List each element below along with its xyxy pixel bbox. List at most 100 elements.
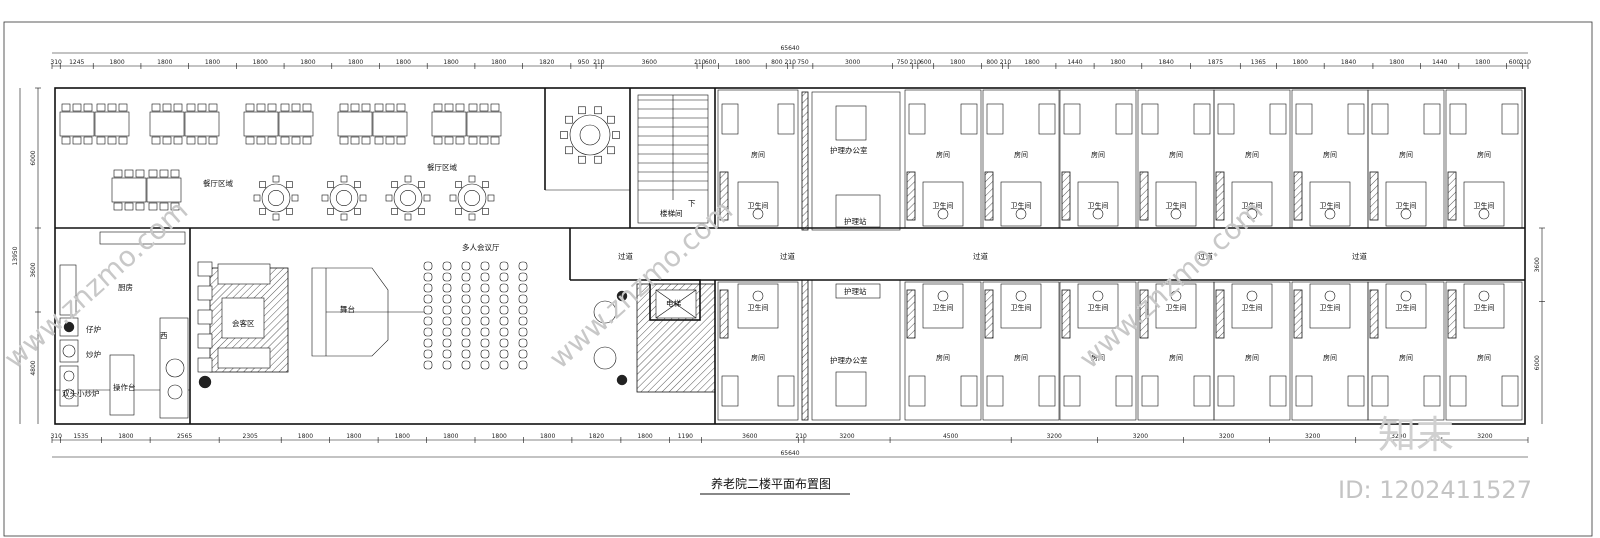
meeting-seat [442,338,452,348]
bathroom [922,283,964,329]
bathroom [1309,181,1351,227]
meeting-seat [480,294,490,304]
dining-table-set [466,103,502,145]
dimension-value: 1820 [539,59,554,66]
west-label: 西 [160,331,168,340]
wardrobe [719,171,729,221]
stove-label: 双头小炒炉 [62,388,100,398]
meeting-seat [518,360,528,370]
bed [1371,375,1389,407]
dimension-value: 210 [694,59,706,66]
dimension-value: 1800 [118,433,133,440]
dimension-value: 3600 [642,59,657,66]
wardrobe [906,289,916,339]
bathroom-label: 卫生间 [748,303,769,312]
dimension-value: 1440 [1067,59,1082,66]
toilet-icon [1478,290,1490,302]
dimension-value: 3200 [1477,433,1492,440]
bathroom [1077,181,1119,227]
reception-furniture [197,261,289,389]
toilet-icon [1246,208,1258,220]
room-label: 房间 [1477,353,1491,362]
toilet-icon [937,208,949,220]
bed [1115,103,1133,135]
meeting-seat [518,349,528,359]
meeting-seat [499,272,509,282]
bed [1501,375,1519,407]
dimension-value: 1800 [443,59,458,66]
overall-dimension-bottom: 65640 [780,450,799,457]
wardrobe [1139,289,1149,339]
meeting-seat [442,283,452,293]
meeting-seat [423,327,433,337]
meeting-seat [442,272,452,282]
bathroom [1463,283,1505,329]
dimension-value: 1800 [300,59,315,66]
toilet-icon [1092,208,1104,220]
dimension-value: 1840 [1159,59,1174,66]
stove-label: 仔炉 [86,324,101,334]
dining-chair [565,146,573,155]
elevator-label: 电梯 [666,298,681,308]
bathroom-label: 卫生间 [1166,201,1187,210]
wardrobe [1061,171,1071,221]
bed [1423,103,1441,135]
dining-table-set [111,169,147,211]
bed [1038,375,1056,407]
dining-chair [578,106,586,115]
bathroom [1385,181,1427,227]
meeting-seat [480,305,490,315]
bathroom [1000,181,1042,227]
meeting-seat [480,261,490,271]
bathroom-label: 卫生间 [748,201,769,210]
dimension-value: 1245 [69,59,84,66]
bed [1423,375,1441,407]
round-dining-table [321,175,367,221]
room-label: 房间 [1091,353,1105,362]
room-label: 房间 [1399,150,1413,159]
bathroom-label: 卫生间 [1396,201,1417,210]
meeting-hall-seating [423,261,528,370]
meeting-seat [480,283,490,293]
toilet-icon [1324,208,1336,220]
meeting-seat [480,338,490,348]
meeting-seat [461,360,471,370]
dimension-value: 1800 [157,59,172,66]
bed [1217,375,1235,407]
bathroom-label: 卫生间 [1242,201,1263,210]
watermark-logo: 知末 [1378,413,1454,457]
meeting-seat [518,316,528,326]
wardrobe [1447,289,1457,339]
dining-table-set [59,103,95,145]
meeting-seat [461,272,471,282]
meeting-seat [442,316,452,326]
bed [1115,375,1133,407]
dining-chair [565,115,573,124]
toilet-icon [1015,290,1027,302]
bed [986,103,1004,135]
toilet-icon [1170,290,1182,302]
meeting-seat [423,360,433,370]
bathroom-label: 卫生间 [1396,303,1417,312]
bathroom-label: 卫生间 [1474,201,1495,210]
meeting-seat [480,316,490,326]
dimension-value: 1800 [253,59,268,66]
bed [1449,103,1467,135]
room-label: 房间 [1245,353,1259,362]
dining-area-label: 餐厅区域 [203,178,233,188]
dining-chair [578,155,586,164]
dimension-value: 3200 [1305,433,1320,440]
meeting-seat [442,360,452,370]
dimension-value: 3200 [1219,433,1234,440]
room-label: 房间 [1323,353,1337,362]
meeting-seat [499,338,509,348]
toilet-icon [1478,208,1490,220]
pantry-label: 操作台 [113,382,136,392]
room-label: 房间 [1169,150,1183,159]
